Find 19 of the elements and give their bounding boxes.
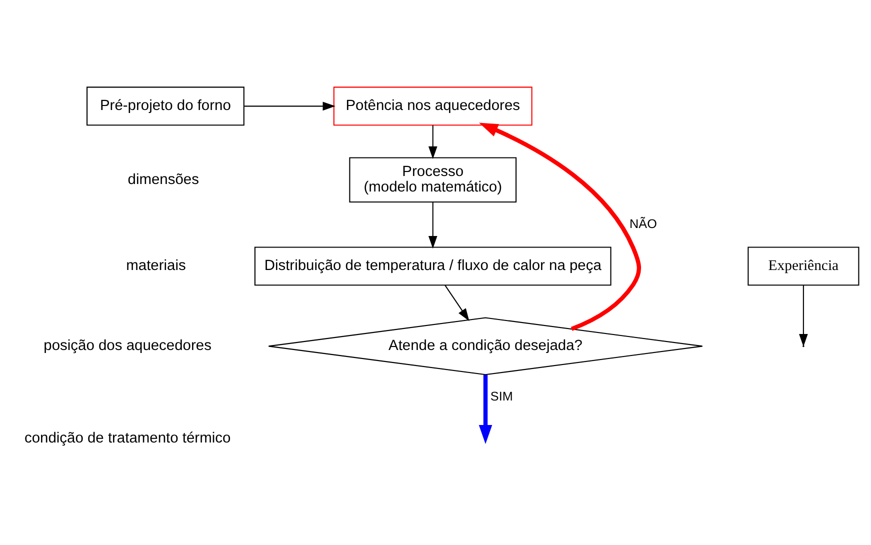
- label: condição de tratamento térmico: [24, 430, 231, 447]
- node-box: Potência nos aquecedores: [333, 86, 532, 126]
- arrow: [799, 285, 808, 347]
- node-box: Pré-projeto do forno: [86, 86, 244, 126]
- arrow: [428, 125, 438, 160]
- arrow: [478, 374, 492, 444]
- node-box: Experiência: [748, 246, 860, 286]
- node-diamond: Atende a condição desejada?: [268, 317, 703, 376]
- label: materiais: [126, 258, 186, 274]
- node-box: Distribuição de temperatura / fluxo de calor na peça: [254, 246, 612, 286]
- label: posição dos aquecedores: [44, 338, 212, 354]
- arrow: [428, 202, 438, 249]
- edge-label: NÃO: [630, 216, 657, 231]
- arrow: [478, 122, 642, 331]
- node-box: Processo (modelo matemático): [349, 157, 517, 202]
- label: dimensões: [128, 172, 199, 188]
- arrow: [244, 102, 336, 111]
- edge-label: SIM: [490, 390, 513, 404]
- arrow: [444, 285, 470, 322]
